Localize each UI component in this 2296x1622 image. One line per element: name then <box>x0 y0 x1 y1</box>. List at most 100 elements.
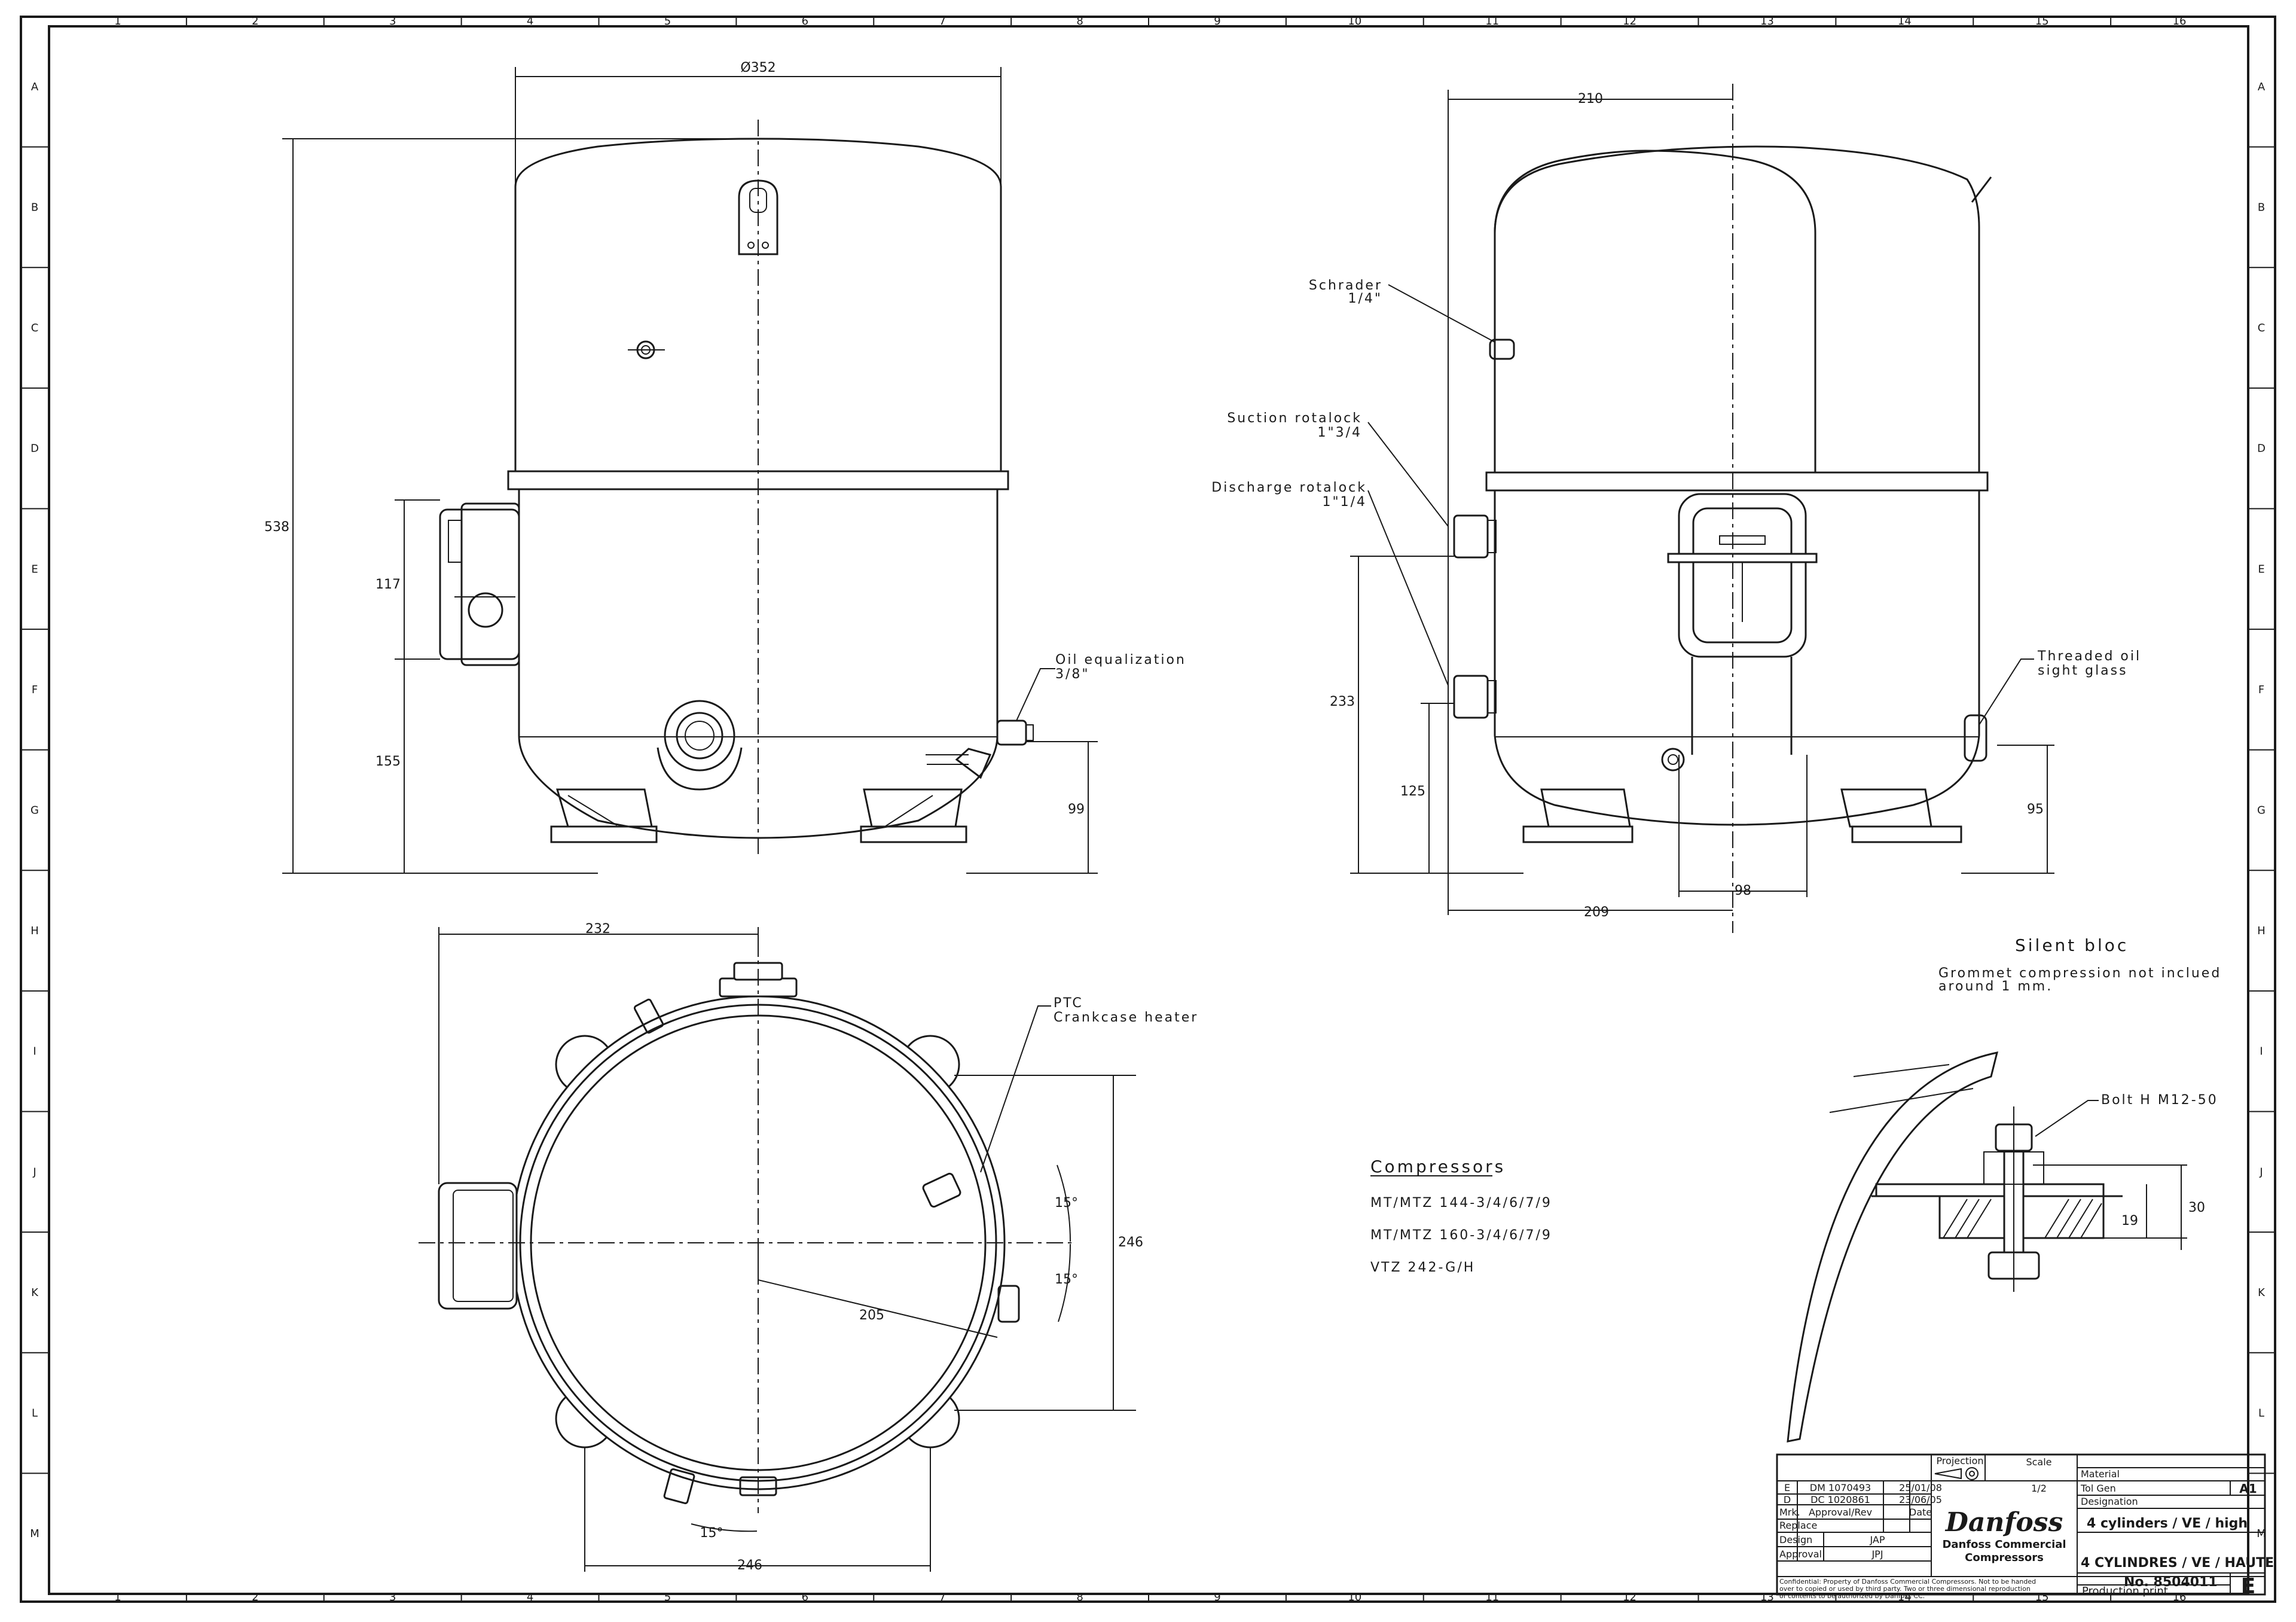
column-label: 8 <box>1076 1591 1083 1603</box>
column-label: 2 <box>252 15 258 28</box>
tb-approval-value: JPJ <box>1871 1548 1883 1560</box>
suction-rotalock-size: 1"3/4 <box>1317 425 1362 440</box>
column-label: 3 <box>389 15 396 28</box>
dim-diameter: Ø352 <box>740 60 775 75</box>
column-label: 5 <box>664 15 671 28</box>
drawing-frame: 1122334455667788991010111112121313141415… <box>20 15 2276 1603</box>
row-label: A <box>2258 81 2266 93</box>
tb-rev-letter: E <box>1784 1482 1790 1493</box>
column-label: 13 <box>1760 1591 1774 1603</box>
row-label: D <box>2257 443 2266 455</box>
row-label: J <box>32 1166 36 1178</box>
dim-246-horizontal: 246 <box>737 1558 762 1573</box>
column-label: 6 <box>802 1591 808 1603</box>
row-label: M <box>30 1528 39 1540</box>
column-label: 13 <box>1760 15 1774 28</box>
dim-15-upper: 15° <box>1055 1196 1078 1211</box>
dim-232: 232 <box>585 922 610 937</box>
dim-box-height: 155 <box>375 754 401 769</box>
discharge-rotalock-label: Discharge rotalock <box>1211 480 1367 495</box>
schrader-size: 1/4" <box>1348 291 1382 306</box>
tb-confidential-3: of contents to be authorized by Danfoss … <box>1779 1592 1925 1600</box>
column-label: 6 <box>802 15 808 28</box>
tb-designation-en: 4 cylinders / VE / high <box>2087 1516 2248 1531</box>
column-label: 16 <box>2173 15 2187 28</box>
dim-19: 19 <box>2121 1214 2138 1228</box>
tb-size: A1 <box>2239 1481 2257 1496</box>
dim-233: 233 <box>1330 694 1355 709</box>
row-label: D <box>30 443 39 455</box>
compressor-item: VTZ 242-G/H <box>1370 1260 1475 1275</box>
column-label: 15 <box>2035 15 2049 28</box>
column-label: 9 <box>1214 1591 1220 1603</box>
oil-sight-glass-sub: sight glass <box>2038 663 2128 678</box>
column-label: 12 <box>1623 15 1636 28</box>
silent-bloc-detail: Silent bloc Grommet compression not incl… <box>1787 935 2219 1443</box>
column-label: 7 <box>939 1591 945 1603</box>
tb-company: Danfoss Commercial <box>1942 1538 2066 1551</box>
tb-hdr-mrk: Mrk. <box>1779 1507 1800 1518</box>
tb-rev: E <box>2241 1574 2256 1599</box>
dim-125: 125 <box>1400 784 1425 799</box>
tb-design-value: JAP <box>1869 1534 1885 1545</box>
dim-15-lower: 15° <box>1055 1272 1078 1287</box>
tb-material: Material <box>2081 1468 2120 1480</box>
row-label: B <box>31 201 38 214</box>
column-label: 4 <box>527 1591 533 1603</box>
column-label: 7 <box>939 15 945 28</box>
tb-confidential-2: over to copied or used by third party. T… <box>1779 1585 2031 1593</box>
column-label: 4 <box>527 15 533 28</box>
row-label: A <box>31 81 39 93</box>
top-view: 232 PTC Crankcase heater 15° 15° 246 205… <box>419 922 1196 1573</box>
tb-rev-date: 23/06/05 <box>1899 1494 1942 1505</box>
dim-15-bottom: 15° <box>700 1526 723 1541</box>
row-label: K <box>2258 1286 2266 1299</box>
dim-side-top: 210 <box>1578 92 1603 106</box>
dim-209: 209 <box>1584 905 1609 920</box>
row-label: C <box>2258 322 2266 334</box>
side-view: 210 Schrader 1/4" Suction rotalock 1"3/4… <box>1211 84 2139 933</box>
tb-number: No. 8504011 <box>2124 1575 2218 1590</box>
row-label: H <box>2257 925 2266 937</box>
column-label: 9 <box>1214 15 1220 28</box>
compressor-item: MT/MTZ 144-3/4/6/7/9 <box>1370 1196 1552 1211</box>
tb-approval: Approval <box>1779 1548 1822 1560</box>
column-label: 11 <box>1485 15 1499 28</box>
dim-98: 98 <box>1735 883 1751 898</box>
row-label: C <box>31 322 39 334</box>
column-label: 5 <box>664 1591 671 1603</box>
tb-designation-fr: 4 CYLINDRES / VE / HAUTE <box>2081 1556 2274 1571</box>
column-label: 16 <box>2173 1591 2187 1603</box>
column-label: 15 <box>2035 1591 2049 1603</box>
tb-production: Production print <box>2082 1585 2168 1597</box>
tb-projection: Projection <box>1936 1455 1983 1466</box>
dim-246-vertical: 246 <box>1118 1235 1143 1250</box>
tb-rev-letter: D <box>1784 1494 1791 1505</box>
oil-equalization-label: Oil equalization <box>1055 653 1186 667</box>
bolt-label: Bolt H M12-50 <box>2101 1093 2218 1108</box>
row-label: B <box>2258 201 2265 214</box>
column-label: 1 <box>114 1591 121 1603</box>
row-label: K <box>31 1286 39 1299</box>
schrader-label: Schrader <box>1309 278 1382 293</box>
tb-company-2: Compressors <box>1965 1551 2044 1564</box>
column-label: 10 <box>1348 1591 1361 1603</box>
row-label: F <box>32 684 38 696</box>
tb-scale-value: 1/2 <box>2031 1483 2047 1494</box>
column-label: 3 <box>389 1591 396 1603</box>
row-label: I <box>33 1045 36 1058</box>
silent-bloc-note-2: around 1 mm. <box>1938 979 2053 994</box>
tb-rev-ref: DM 1070493 <box>1810 1482 1871 1493</box>
tb-replace: Replace <box>1779 1520 1817 1531</box>
discharge-rotalock-size: 1"1/4 <box>1322 495 1367 510</box>
dim-205: 205 <box>859 1308 884 1323</box>
row-label: E <box>2258 563 2264 575</box>
tb-scale: Scale <box>2026 1456 2051 1468</box>
oil-equalization-size: 3/8" <box>1055 667 1090 682</box>
suction-rotalock-label: Suction rotalock <box>1227 411 1362 426</box>
row-label: E <box>31 563 38 575</box>
row-label: H <box>30 925 39 937</box>
tb-confidential: Confidential: Property of Danfoss Commer… <box>1779 1578 2036 1586</box>
column-label: 10 <box>1348 15 1361 28</box>
